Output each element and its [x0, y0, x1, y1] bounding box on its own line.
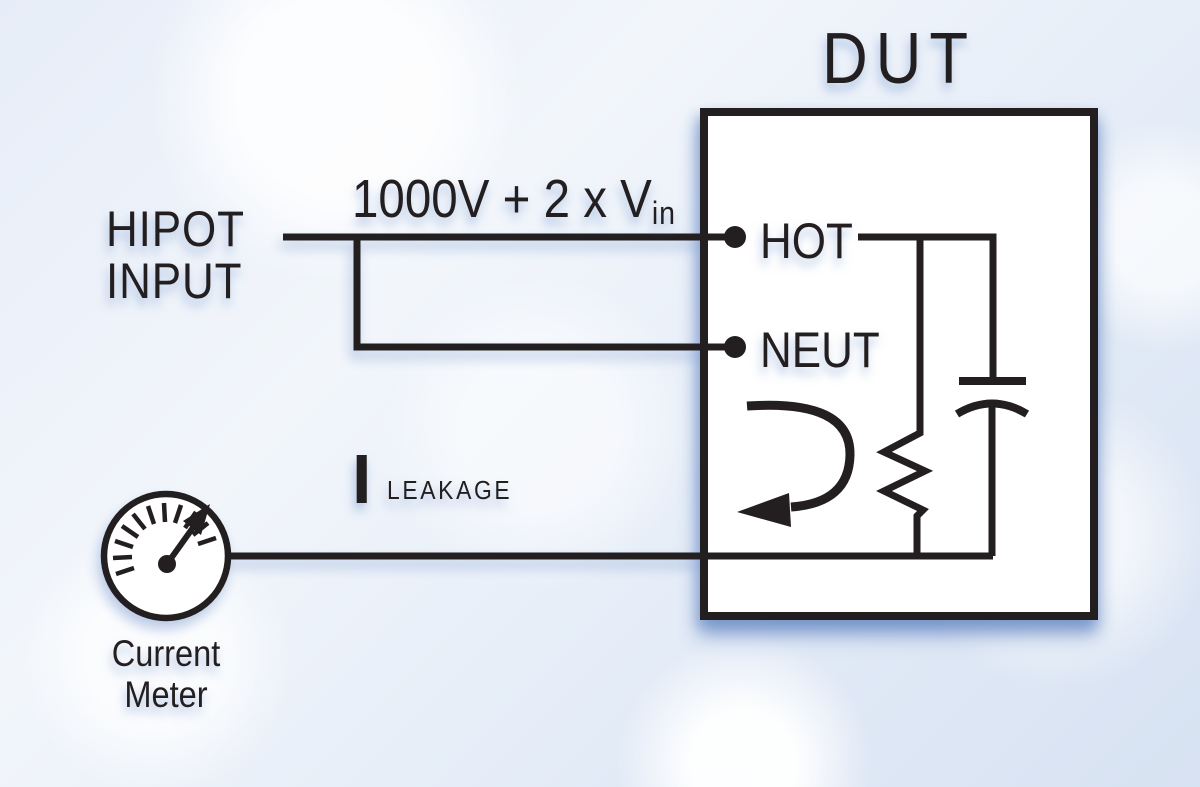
test-voltage-label: 1000V + 2 x Vin [352, 168, 676, 232]
leakage-arrowhead-icon [737, 493, 791, 527]
current-meter-label-line1: Current [111, 633, 221, 674]
hot-terminal-dot [724, 226, 746, 248]
meter-needle-arrowhead-icon [183, 504, 210, 535]
current-meter-gauge [100, 490, 232, 622]
current-meter-label-line2: Meter [124, 674, 208, 715]
test-voltage-subscript: in [651, 195, 676, 232]
dut-box [700, 108, 1098, 620]
neut-terminal-label: NEUT [760, 322, 880, 378]
leakage-current-label: I LEAKAGE [352, 440, 530, 518]
meter-needle-hub [158, 555, 176, 573]
neut-terminal-dot [724, 336, 746, 358]
hipot-input-line1: HIPOT [106, 201, 245, 257]
dut-title: DUT [822, 19, 976, 99]
leakage-current-symbol: I [352, 440, 372, 518]
hipot-input-label: HIPOT INPUT [106, 203, 245, 307]
resistor-symbol [876, 237, 934, 556]
hipot-neut-wire [353, 234, 728, 351]
leakage-current-arrow [746, 400, 855, 512]
current-meter-label: Current Meter [74, 633, 259, 715]
leakage-current-subscript: LEAKAGE [387, 475, 513, 505]
hot-internal-wire [858, 233, 997, 379]
hipot-input-line2: INPUT [106, 253, 243, 309]
hot-terminal-label: HOT [760, 213, 853, 269]
test-voltage-main: 1000V + 2 x V [352, 169, 652, 229]
